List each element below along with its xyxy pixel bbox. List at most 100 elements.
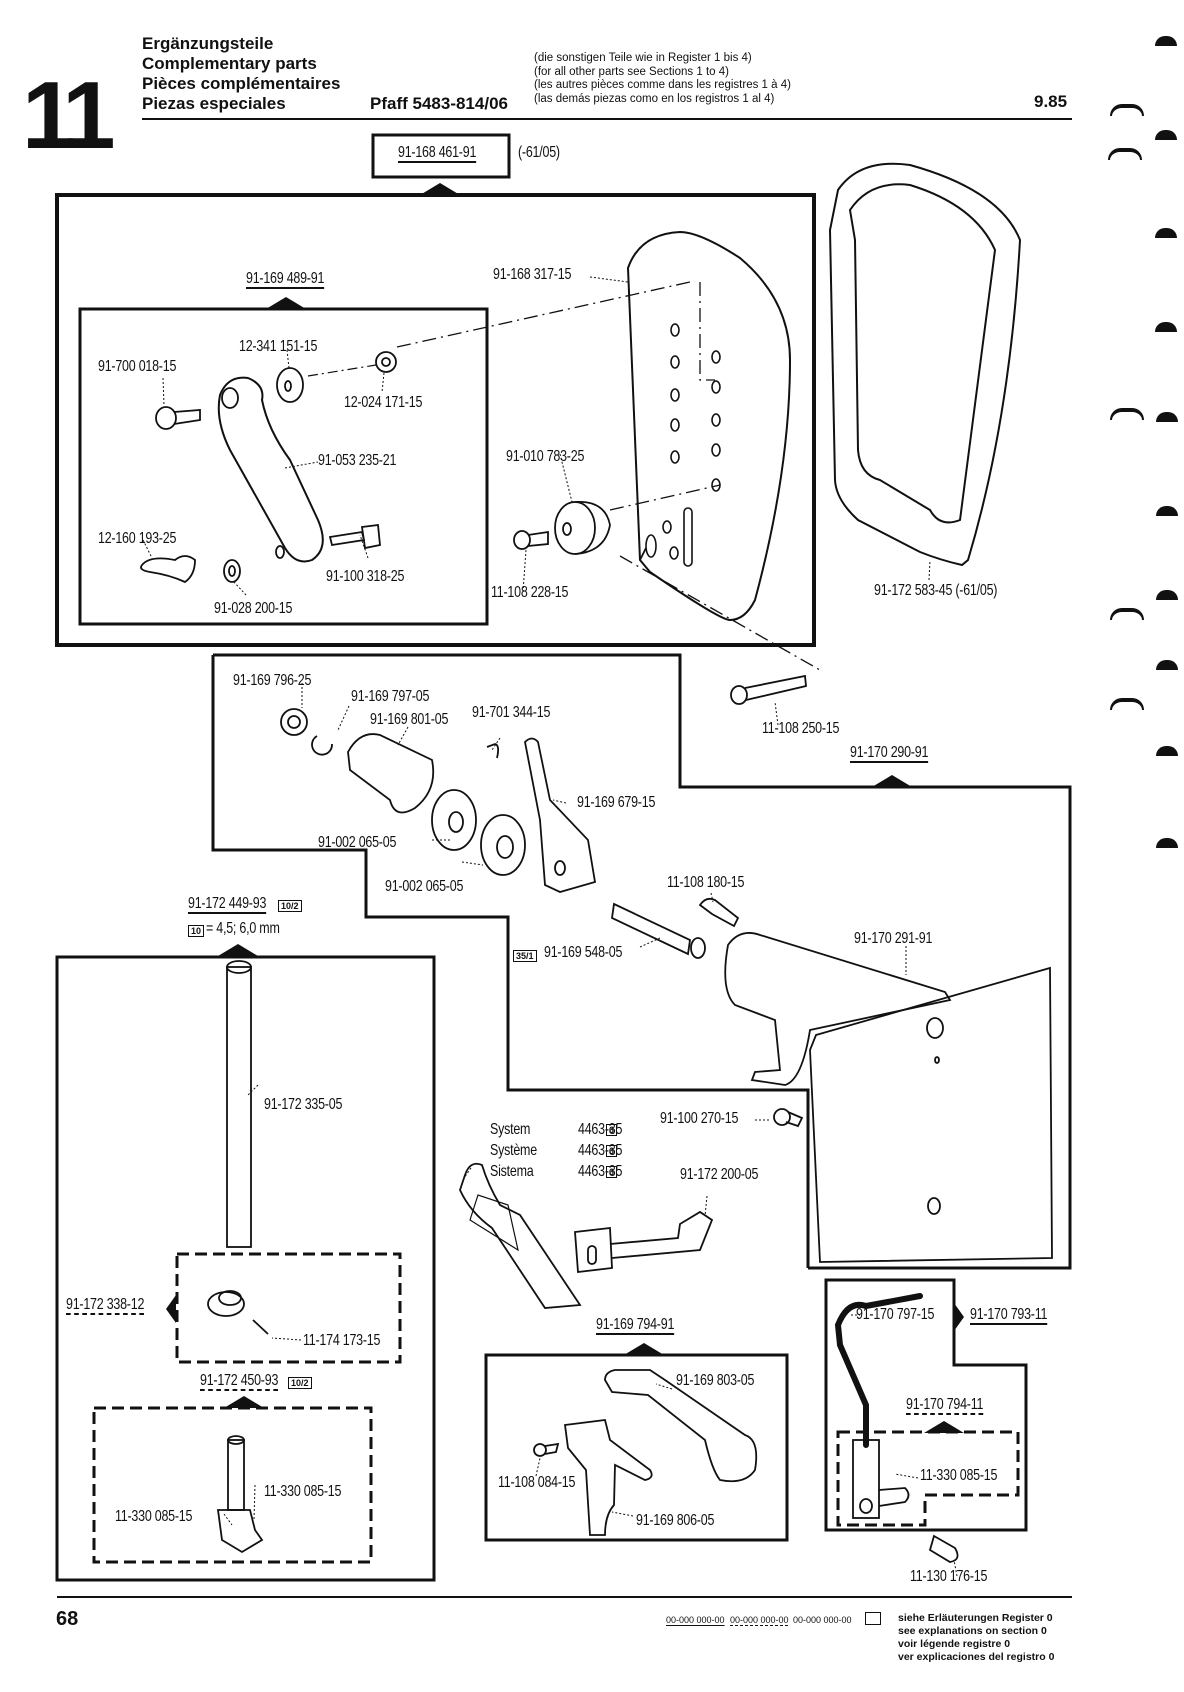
clamp-assembly-part[interactable]: 91-172 338-12 [66, 1296, 145, 1313]
assembly-pointer-icon [266, 297, 306, 309]
part-label[interactable]: 91-002 065-05 [318, 834, 397, 851]
part-label[interactable]: 91-169 548-05 [544, 944, 623, 961]
legend-fr: voir légende registre 0 [898, 1638, 1011, 1650]
part-label[interactable]: 91-002 065-05 [385, 878, 464, 895]
part-label[interactable]: 91-169 797-05 [351, 688, 430, 705]
punch-hole-icon [1155, 322, 1177, 332]
wire-assembly-part[interactable]: 91-170 793-11 [970, 1306, 1048, 1323]
register-tag: 6 [606, 1166, 618, 1178]
system-code[interactable]: 4463-35 [578, 1142, 623, 1159]
part-label[interactable]: 11-108 228-15 [491, 584, 569, 601]
system-code[interactable]: 4463-35 [578, 1121, 623, 1138]
legend-de: siehe Erläuterungen Register 0 [898, 1612, 1053, 1624]
part-label[interactable]: 12-341 151-15 [239, 338, 318, 355]
part-label[interactable]: 91-172 200-05 [680, 1166, 759, 1183]
assembly-pointer-icon [954, 1303, 964, 1331]
section-title-block: Ergänzungsteile Complementary parts Pièc… [142, 34, 340, 114]
revision-date: 9.85 [1034, 92, 1068, 111]
header-notes: (die sonstigen Teile wie in Register 1 b… [534, 52, 791, 106]
note-es: (las demás piezas como en los registros … [534, 92, 775, 105]
assembly-pointer-icon [924, 1421, 964, 1433]
register-tag: 6 [606, 1124, 618, 1136]
part-label[interactable]: 11-108 084-15 [498, 1474, 576, 1491]
assembly-pointer-icon [166, 1295, 176, 1323]
legend-explanations: siehe Erläuterungen Register 0 see expla… [898, 1612, 1054, 1664]
legend-code-dashed: 00-000 000-00 [730, 1615, 789, 1625]
assembly-main-part[interactable]: 91-168 461-91 [398, 144, 477, 161]
register-tag: 35/1 [513, 949, 537, 962]
part-label[interactable]: 11-108 180-15 [667, 874, 745, 891]
part-label[interactable]: 11-130 176-15 [910, 1568, 988, 1585]
register-tag: 10/2 [288, 1376, 312, 1389]
register-tag: 10/2 [278, 899, 302, 912]
note-en: (for all other parts see Sections 1 to 4… [534, 65, 729, 78]
block-assembly-part[interactable]: 91-170 794-11 [906, 1396, 984, 1413]
part-label[interactable]: 12-024 171-15 [344, 394, 423, 411]
assembly-frame-main [55, 193, 816, 647]
part-label[interactable]: 11-330 085-15 [920, 1467, 998, 1484]
system-code[interactable]: 4463-35 [578, 1163, 623, 1180]
punch-hole-icon [1156, 590, 1178, 600]
punch-hole-icon [1156, 746, 1178, 756]
assembly-pointer-icon [624, 1343, 664, 1355]
title-fr: Pièces complémentaires [142, 74, 341, 93]
system-word: Système [490, 1142, 537, 1159]
part-label[interactable]: 11-108 250-15 [762, 720, 840, 737]
model-number: Pfaff 5483-814/06 [370, 94, 508, 113]
bracket-assembly-part[interactable]: 91-169 794-91 [596, 1316, 675, 1333]
part-label[interactable]: 11-330 085-15 [264, 1483, 342, 1500]
part-label[interactable]: 91-172 583-45 (-61/05) [874, 582, 998, 599]
part-label[interactable]: 91-170 291-91 [854, 930, 933, 947]
part-label[interactable]: 11-174 173-15 [303, 1332, 381, 1349]
part-label[interactable]: 91-028 200-15 [214, 600, 293, 617]
part-label[interactable]: 91-169 803-05 [676, 1372, 755, 1389]
part-label[interactable]: 91-172 335-05 [264, 1096, 343, 1113]
system-word: Sistema [490, 1163, 534, 1180]
part-label[interactable]: 91-169 806-05 [636, 1512, 715, 1529]
part-label[interactable]: 91-169 679-15 [577, 794, 656, 811]
part-label[interactable]: 91-169 801-05 [370, 711, 449, 728]
part-label[interactable]: 91-169 796-25 [233, 672, 312, 689]
part-label[interactable]: 91-170 797-15 [856, 1306, 935, 1323]
part-label[interactable]: 91-010 783-25 [506, 448, 585, 465]
assembly-pointer-icon [224, 1396, 264, 1408]
part-label[interactable]: 91-100 270-15 [660, 1110, 739, 1127]
punch-hole-icon [1155, 36, 1177, 46]
part-label[interactable]: 91-168 317-15 [493, 266, 572, 283]
section-number: 11 [22, 62, 116, 169]
legend-box-icon [865, 1612, 881, 1625]
part-label[interactable]: 91-701 344-15 [472, 704, 551, 721]
size-tag: 10 [188, 924, 205, 937]
punch-hole-icon [1156, 412, 1178, 422]
system-word: System [490, 1121, 531, 1138]
part-label[interactable]: 11-330 085-15 [115, 1508, 193, 1525]
assembly-pointer-icon [420, 183, 460, 195]
lever-assembly-part[interactable]: 91-169 489-91 [246, 270, 325, 287]
title-es: Piezas especiales [142, 94, 286, 113]
guard-assembly-part[interactable]: 91-170 290-91 [850, 744, 929, 761]
note-de: (die sonstigen Teile wie in Register 1 b… [534, 52, 752, 64]
part-label[interactable]: 91-100 318-25 [326, 568, 405, 585]
punch-hole-icon [1155, 130, 1177, 140]
header-rule [142, 118, 1072, 120]
note-fr: (les autres pièces comme dans les regist… [534, 79, 791, 91]
punch-hole-icon [1156, 506, 1178, 516]
bar-assembly-part[interactable]: 91-172 449-93 [188, 895, 267, 912]
foot-assembly-part[interactable]: 91-172 450-93 [200, 1372, 279, 1389]
legend-en: see explanations on section 0 [898, 1625, 1047, 1637]
legend-code-solid: 00-000 000-00 [666, 1615, 725, 1625]
part-label[interactable]: 91-700 018-15 [98, 358, 177, 375]
punch-hole-icon [1156, 838, 1178, 848]
part-label[interactable]: 91-053 235-21 [318, 452, 397, 469]
legend-code-plain: 00-000 000-00 [793, 1615, 852, 1625]
assembly-pointer-icon [218, 944, 258, 956]
register-tag: 6 [606, 1145, 618, 1157]
legend-es: ver explicaciones del registro 0 [898, 1651, 1055, 1663]
page-number: 68 [56, 1608, 79, 1630]
part-label[interactable]: 12-160 193-25 [98, 530, 177, 547]
punch-hole-icon [1155, 228, 1177, 238]
title-de: Ergänzungsteile [142, 34, 274, 53]
title-en: Complementary parts [142, 54, 317, 73]
punch-hole-icon [1156, 660, 1178, 670]
